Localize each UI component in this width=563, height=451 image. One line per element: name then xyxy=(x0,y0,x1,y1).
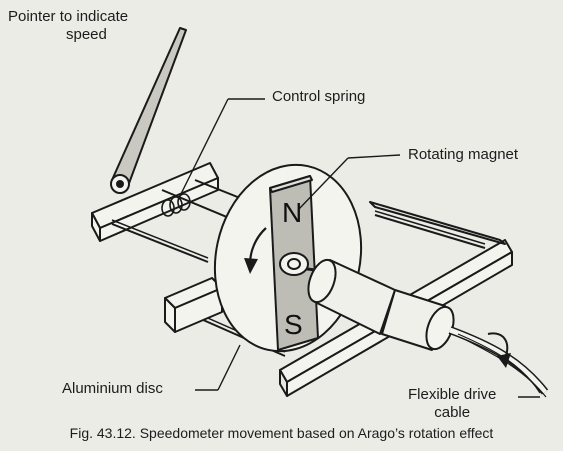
back-rail xyxy=(91,162,219,242)
speed-pointer xyxy=(110,27,187,194)
leader-rotating-magnet xyxy=(347,154,401,159)
south-pole-label: S xyxy=(284,309,303,340)
label-flexible-cable: Flexible drive cable xyxy=(408,386,496,422)
label-aluminium-disc: Aluminium disc xyxy=(62,380,163,397)
label-flexible-line1: Flexible drive xyxy=(408,386,497,403)
label-flexible-line2: cable xyxy=(434,404,471,421)
label-pointer: Pointer to indicate speed xyxy=(8,8,128,44)
control-spring xyxy=(161,193,191,217)
label-pointer-line2: speed xyxy=(66,26,107,43)
label-pointer-line1: Pointer to indicate xyxy=(8,8,129,25)
left-cross-block xyxy=(164,277,223,333)
front-rod xyxy=(111,223,209,263)
flexible-drive-cable xyxy=(448,326,549,398)
label-control-spring: Control spring xyxy=(272,88,366,105)
figure-caption: Fig. 43.12. Speedometer movement based o… xyxy=(69,425,494,441)
label-rotating-magnet: Rotating magnet xyxy=(408,146,519,163)
right-rod xyxy=(374,214,486,249)
drive-cylinder xyxy=(307,258,455,351)
north-pole-label: N xyxy=(282,197,302,228)
